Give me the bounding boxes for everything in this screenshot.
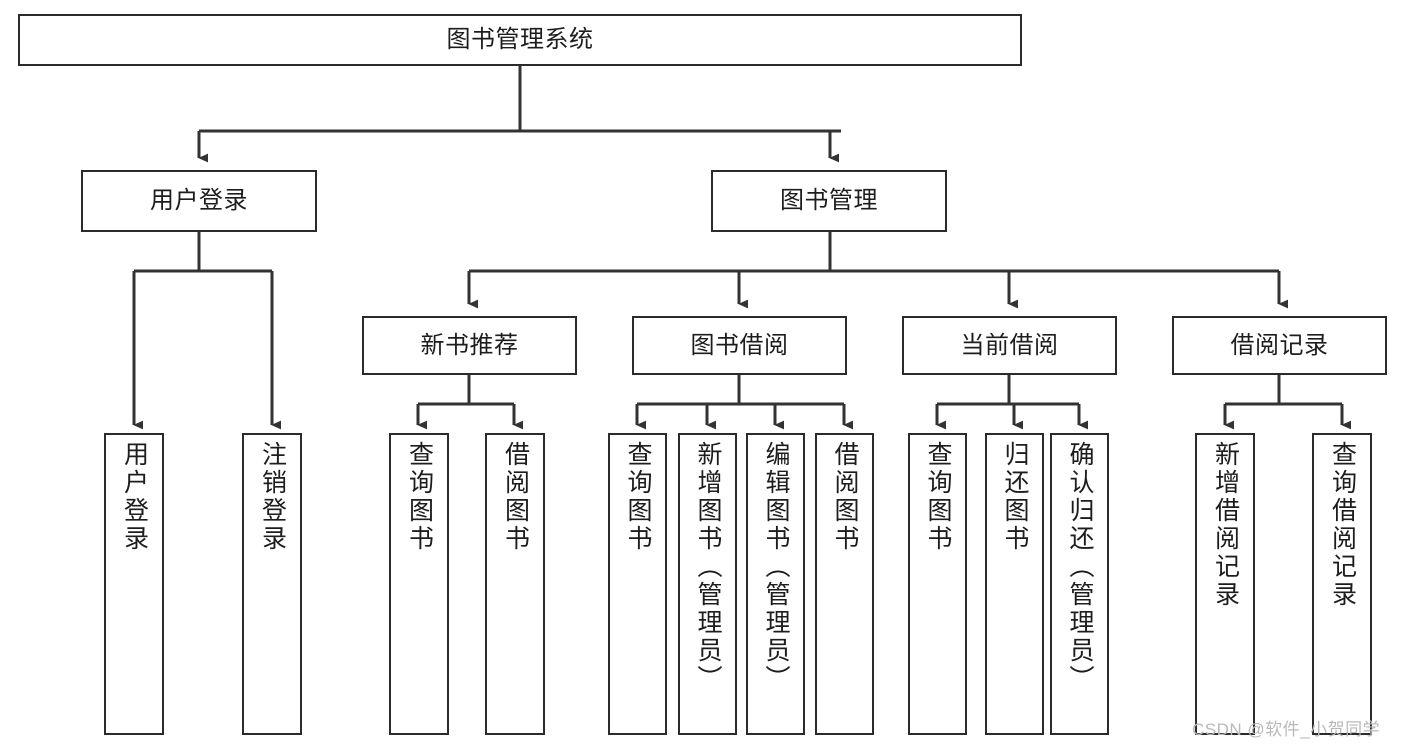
node-label: 借阅图书 <box>501 441 530 553</box>
node-current-borrow[interactable]: 当前借阅 <box>902 316 1117 375</box>
node-label: 查询借阅记录 <box>1328 441 1357 609</box>
node-label: 确认归还（管理员） <box>1066 441 1094 693</box>
node-label: 借阅记录 <box>1230 331 1329 359</box>
leaf-recommend-query-book[interactable]: 查询图书 <box>389 433 449 735</box>
node-label: 用户登录 <box>120 441 149 553</box>
node-label: 图书管理系统 <box>446 26 594 54</box>
leaf-borrow-borrow-book[interactable]: 借阅图书 <box>815 433 874 735</box>
leaf-current-return-book[interactable]: 归还图书 <box>985 433 1044 735</box>
node-label: 图书借阅 <box>690 331 789 359</box>
node-borrow-records[interactable]: 借阅记录 <box>1172 316 1387 375</box>
leaf-user-login-login[interactable]: 用户登录 <box>104 433 164 735</box>
leaf-borrow-add-book[interactable]: 新增图书（管理员） <box>678 433 737 735</box>
node-label: 查询图书 <box>624 441 652 553</box>
node-label: 当前借阅 <box>960 331 1059 359</box>
node-label: 新增图书（管理员） <box>694 441 722 693</box>
node-label: 编辑图书（管理员） <box>762 441 790 693</box>
node-book-borrow[interactable]: 图书借阅 <box>632 316 847 375</box>
leaf-current-confirm-return[interactable]: 确认归还（管理员） <box>1050 433 1109 735</box>
node-label: 用户登录 <box>150 187 248 215</box>
node-label: 注销登录 <box>258 441 287 553</box>
node-label: 借阅图书 <box>831 441 859 553</box>
node-user-login[interactable]: 用户登录 <box>81 170 317 232</box>
node-label: 图书管理 <box>780 187 878 215</box>
leaf-borrow-edit-book[interactable]: 编辑图书（管理员） <box>746 433 805 735</box>
node-book-management[interactable]: 图书管理 <box>711 170 947 232</box>
node-new-book-recommend[interactable]: 新书推荐 <box>362 316 577 375</box>
node-label: 新书推荐 <box>420 331 519 359</box>
leaf-recommend-borrow-book[interactable]: 借阅图书 <box>485 433 545 735</box>
node-label: 新增借阅记录 <box>1211 441 1240 609</box>
node-label: 归还图书 <box>1001 441 1029 553</box>
node-label: 查询图书 <box>405 441 434 553</box>
leaf-borrow-query-book[interactable]: 查询图书 <box>608 433 667 735</box>
leaf-user-login-logout[interactable]: 注销登录 <box>242 433 302 735</box>
node-root-system[interactable]: 图书管理系统 <box>18 14 1022 66</box>
node-label: 查询图书 <box>924 441 952 553</box>
leaf-current-query-book[interactable]: 查询图书 <box>908 433 967 735</box>
leaf-records-add-record[interactable]: 新增借阅记录 <box>1195 433 1255 735</box>
leaf-records-query-record[interactable]: 查询借阅记录 <box>1312 433 1372 735</box>
